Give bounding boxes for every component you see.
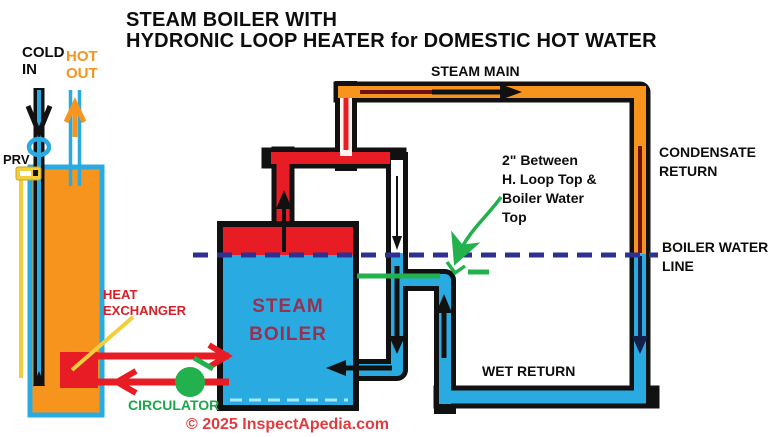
hot-out-flow-arrow bbox=[63, 97, 87, 124]
hydronic-loop-group bbox=[96, 342, 233, 397]
heat-exchanger-label-line1: HEAT bbox=[103, 287, 138, 302]
circulator-label: CIRCULATOR bbox=[128, 397, 220, 413]
heat-exchanger-label-line2: EXCHANGER bbox=[103, 303, 187, 318]
prv-valve-dot bbox=[33, 170, 38, 176]
hartford-riser-fill bbox=[396, 274, 451, 404]
heat-exchanger-pointer-line bbox=[70, 315, 135, 372]
cold-in-label: COLD IN bbox=[22, 44, 65, 78]
hx-supply-flow-arrow bbox=[207, 342, 233, 370]
h-loop-top-marker-group bbox=[357, 196, 503, 279]
page-title-line1: STEAM BOILER WITH bbox=[126, 9, 338, 31]
steam-main-label: STEAM MAIN bbox=[431, 63, 520, 79]
cold-in-label-line2: IN bbox=[22, 61, 37, 78]
condensate-return-label-line1: CONDENSATE bbox=[659, 144, 756, 160]
water-heater-tank-group bbox=[15, 88, 135, 418]
page-title-line2: HYDRONIC LOOP HEATER for DOMESTIC HOT WA… bbox=[126, 30, 657, 52]
h-loop-annotation-line2: H. Loop Top & bbox=[502, 171, 597, 187]
page-title: STEAM BOILER WITH HYDRONIC LOOP HEATER f… bbox=[126, 10, 657, 52]
copyright-text: © 2025 InspectApedia.com bbox=[186, 416, 389, 433]
heat-exchanger-label: HEAT EXCHANGER bbox=[103, 287, 186, 319]
h-loop-annotation: 2" Between H. Loop Top & Boiler Water To… bbox=[502, 151, 597, 227]
circulator-pump-icon bbox=[175, 367, 205, 397]
hartford-arrow-head bbox=[436, 294, 452, 313]
boiler-water-line-label: BOILER WATER LINE bbox=[662, 238, 768, 276]
steam-boiler-label: STEAM BOILER bbox=[220, 293, 356, 349]
condensate-return-label-line2: RETURN bbox=[659, 163, 718, 179]
condensate-return-label: CONDENSATE RETURN bbox=[659, 143, 756, 181]
wet-return-label: WET RETURN bbox=[482, 363, 576, 379]
riser-arrow-head bbox=[276, 190, 292, 209]
annotation-arrow-barb bbox=[445, 260, 467, 276]
annotation-arrow bbox=[451, 196, 503, 266]
heat-exchanger-block bbox=[60, 352, 98, 388]
green-tick-mark bbox=[192, 355, 215, 372]
boiler-water-line-label-line1: BOILER WATER bbox=[662, 239, 769, 255]
prv-label: PRV bbox=[3, 152, 30, 167]
boiler-entry-arrow-head bbox=[326, 360, 346, 376]
dip-tube-tip-arrow bbox=[33, 371, 45, 386]
cold-in-flow-arrow bbox=[25, 105, 53, 140]
hot-out-label-line1: HOT bbox=[66, 48, 98, 65]
hot-out-label: HOT OUT bbox=[66, 48, 98, 82]
h-loop-annotation-line4: Top bbox=[502, 209, 527, 225]
steam-main-arrow-head bbox=[500, 84, 522, 100]
steam-boiler-label-line2: BOILER bbox=[249, 324, 327, 345]
steam-boiler-label-line1: STEAM bbox=[252, 296, 324, 317]
cold-in-valve-icon bbox=[26, 136, 52, 158]
boiler-water-line-label-line2: LINE bbox=[662, 258, 694, 274]
hx-return-flow-arrow bbox=[111, 368, 138, 396]
hot-out-label-line2: OUT bbox=[66, 65, 98, 82]
cold-in-label-line1: COLD bbox=[22, 44, 65, 61]
equalizer-thin-arrow-head bbox=[392, 236, 402, 250]
prv-valve-slot bbox=[20, 171, 31, 176]
h-loop-annotation-line1: 2" Between bbox=[502, 152, 578, 168]
condensate-arrow-head bbox=[632, 336, 648, 354]
equalizer-arrow-head bbox=[389, 336, 405, 354]
h-loop-annotation-line3: Boiler Water bbox=[502, 190, 584, 206]
boiler-steam-space bbox=[223, 227, 353, 255]
